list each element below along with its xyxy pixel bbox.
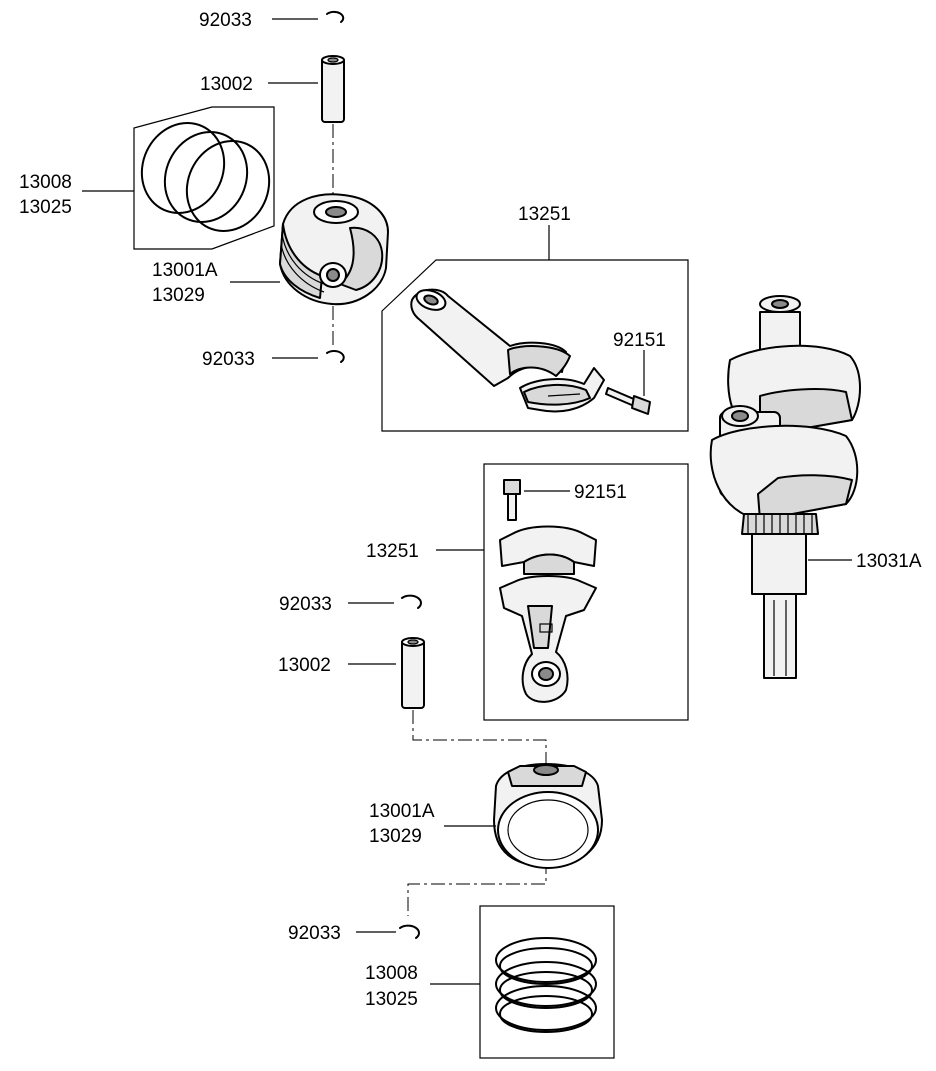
crankshaft[interactable]: 13031A [709, 295, 922, 679]
connecting-rod-bottom[interactable]: 13251 92151 [366, 463, 689, 721]
label-circlip-top-1: 92033 [199, 10, 252, 31]
label-piston-top-a: 13001A [152, 260, 218, 281]
circlip-bottom-1[interactable]: 92033 [279, 594, 422, 615]
label-circlip-top-2: 92033 [202, 349, 255, 370]
axis-bottom-2 [407, 860, 547, 916]
circlip-top-1[interactable]: 92033 [199, 10, 345, 31]
label-rings-bottom-a: 13008 [365, 963, 418, 984]
label-rings-top-b: 13025 [19, 197, 72, 218]
label-rings-top-a: 13008 [19, 172, 72, 193]
piston-pin-bottom[interactable]: 13002 [278, 637, 425, 709]
label-bolt-bottom: 92151 [574, 482, 627, 503]
label-conrod-top: 13251 [518, 204, 571, 225]
piston-ring-set-top[interactable]: 13008 13025 [19, 106, 284, 250]
circlip-top-2[interactable]: 92033 [202, 349, 345, 370]
axis-bottom-1 [412, 710, 547, 768]
label-circlip-bottom-1: 92033 [279, 594, 332, 615]
label-crankshaft: 13031A [856, 551, 922, 572]
label-piston-bottom-b: 13029 [369, 826, 422, 847]
label-bolt-top: 92151 [613, 330, 666, 351]
label-piston-pin-bottom: 13002 [278, 655, 331, 676]
connecting-rod-top[interactable]: 13251 92151 [381, 204, 689, 432]
label-piston-top-b: 13029 [152, 285, 205, 306]
label-circlip-bottom-2: 92033 [288, 923, 341, 944]
circlip-bottom-2[interactable]: 92033 [288, 923, 420, 944]
piston-pin-top[interactable]: 13002 [200, 55, 345, 123]
label-conrod-bottom: 13251 [366, 541, 419, 562]
label-rings-bottom-b: 13025 [365, 989, 418, 1010]
piston-bottom[interactable]: 13001A 13029 [369, 763, 603, 869]
label-piston-pin-top: 13002 [200, 74, 253, 95]
piston-top[interactable]: 13001A 13029 [152, 193, 389, 306]
piston-ring-set-bottom[interactable]: 13008 13025 [365, 905, 615, 1059]
label-piston-bottom-a: 13001A [369, 801, 435, 822]
